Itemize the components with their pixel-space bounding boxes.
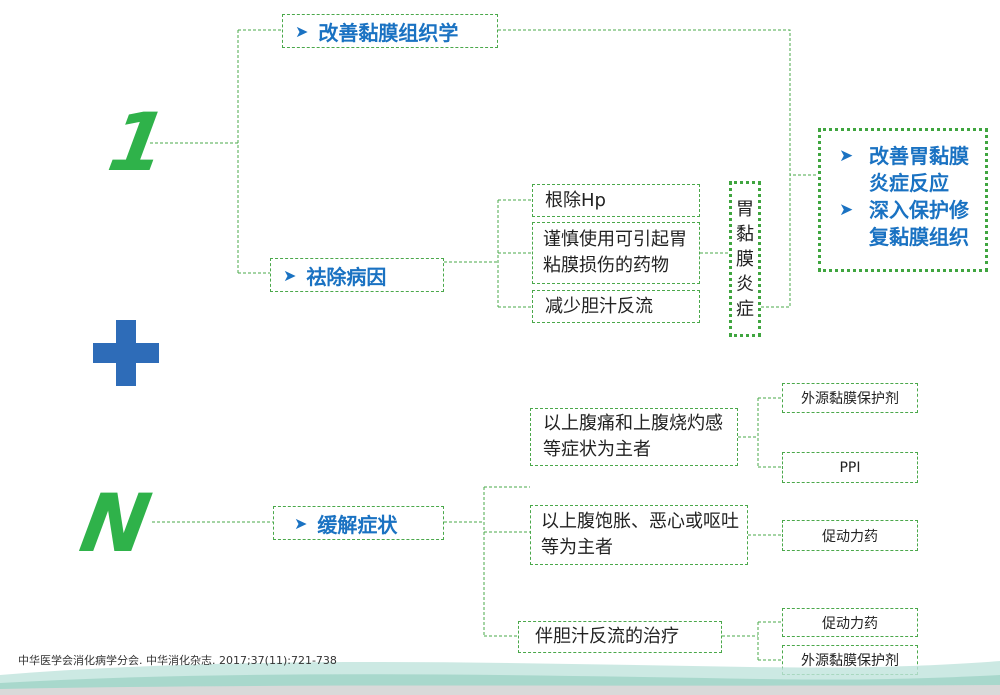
remove-cause-node: ➤ 祛除病因 xyxy=(270,258,444,292)
result-item: ➤ 改善胃黏膜炎症反应 xyxy=(839,143,975,197)
result-item: ➤ 深入保护修复黏膜组织 xyxy=(839,197,975,251)
remove-cause-label: 祛除病因 xyxy=(306,264,387,289)
cause-label: 减少胆汁反流 xyxy=(545,295,653,317)
arrow-bullet-icon: ➤ xyxy=(283,265,297,285)
arrow-bullet-icon: ➤ xyxy=(839,146,854,166)
disease-char: 膜 xyxy=(736,248,754,270)
disease-char: 症 xyxy=(736,298,754,320)
result-node: ➤ 改善胃黏膜炎症反应 ➤ 深入保护修复黏膜组织 xyxy=(818,128,988,272)
symptom-label: 以上腹饱胀、恶心或呕吐等为主者 xyxy=(541,511,739,558)
cause-node-drugs: 谨慎使用可引起胃粘膜损伤的药物 xyxy=(532,222,700,284)
drug-label: PPI xyxy=(839,459,861,476)
disease-char: 胃 xyxy=(736,198,754,220)
drug-node: 促动力药 xyxy=(782,520,918,551)
result-label: 深入保护修复黏膜组织 xyxy=(869,198,969,249)
arrow-bullet-icon: ➤ xyxy=(839,200,854,220)
cause-node-hp: 根除Hp xyxy=(532,184,700,217)
cause-label: 谨慎使用可引起胃粘膜损伤的药物 xyxy=(543,229,687,276)
symptom-label: 以上腹痛和上腹烧灼感等症状为主者 xyxy=(543,413,723,460)
citation: 中华医学会消化病学分会. 中华消化杂志. 2017;37(11):721-738 xyxy=(18,654,337,667)
improve-histology-label: 改善黏膜组织学 xyxy=(318,20,459,45)
relieve-node: ➤ 缓解症状 xyxy=(273,506,444,540)
cause-label: 根除Hp xyxy=(545,189,606,211)
drug-node: PPI xyxy=(782,452,918,483)
symptom-group-3: 伴胆汁反流的治疗 xyxy=(518,621,722,653)
disease-node: 胃 黏 膜 炎 症 xyxy=(729,181,761,337)
marker-n: N xyxy=(73,477,158,570)
result-label: 改善胃黏膜炎症反应 xyxy=(869,144,969,195)
cause-node-bile: 减少胆汁反流 xyxy=(532,290,700,323)
symptom-group-1: 以上腹痛和上腹烧灼感等症状为主者 xyxy=(530,408,738,466)
arrow-bullet-icon: ➤ xyxy=(294,513,308,533)
drug-label: 外源黏膜保护剂 xyxy=(801,391,899,407)
improve-histology-node: ➤ 改善黏膜组织学 xyxy=(282,14,498,48)
drug-node: 外源黏膜保护剂 xyxy=(782,383,918,413)
drug-label: 外源黏膜保护剂 xyxy=(801,653,899,669)
footer-wave xyxy=(0,661,1000,695)
disease-char: 炎 xyxy=(736,273,754,295)
drug-label: 促动力药 xyxy=(822,528,878,545)
relieve-label: 缓解症状 xyxy=(317,512,398,537)
drug-label: 促动力药 xyxy=(822,615,878,632)
disease-char: 黏 xyxy=(736,223,754,245)
symptom-label: 伴胆汁反流的治疗 xyxy=(535,626,679,647)
plus-icon xyxy=(93,320,159,386)
drug-node: 促动力药 xyxy=(782,608,918,637)
arrow-bullet-icon: ➤ xyxy=(295,21,309,41)
symptom-group-2: 以上腹饱胀、恶心或呕吐等为主者 xyxy=(530,505,748,565)
